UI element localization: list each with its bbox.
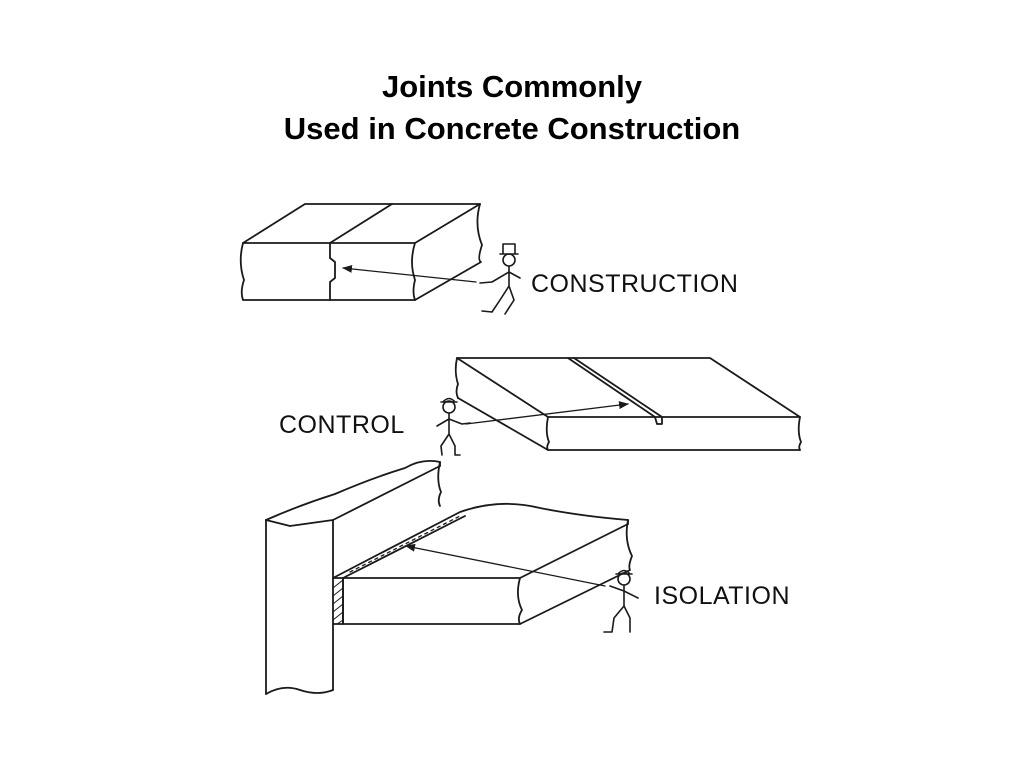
isolation-slab-front xyxy=(342,577,521,625)
title-line-1: Joints Commonly xyxy=(381,69,643,104)
isolation-label: ISOLATION xyxy=(654,582,790,610)
isolation-joint-texture xyxy=(349,515,461,573)
title-line-2: Used in Concrete Construction xyxy=(283,111,741,146)
isolation-slab-right xyxy=(519,519,633,625)
control-joint-drawing xyxy=(454,357,802,451)
control-worker-figure xyxy=(436,397,471,456)
slide-title: Joints Commonly Used in Concrete Constru… xyxy=(0,66,1024,150)
construction-slab-front xyxy=(239,242,416,301)
isolation-worker-figure xyxy=(603,569,639,633)
control-slab-left-edge xyxy=(457,397,549,451)
control-slab-top xyxy=(456,357,801,418)
isolation-wall-bottom xyxy=(265,686,334,695)
control-pointer-arrow xyxy=(465,401,629,425)
construction-joint-drawing xyxy=(239,203,483,301)
isolation-filler-outline xyxy=(332,577,344,625)
isolation-pointer-arrow xyxy=(405,543,606,587)
construction-slab-right xyxy=(414,203,483,301)
isolation-wall-top-front xyxy=(265,465,441,527)
construction-key-profile xyxy=(329,242,336,301)
isolation-joint-drawing xyxy=(265,459,633,695)
construction-label: CONSTRUCTION xyxy=(531,270,738,298)
control-joint-line-a xyxy=(567,357,656,418)
construction-worker-figure xyxy=(479,243,521,315)
isolation-joint-line xyxy=(342,515,466,579)
construction-slab-end xyxy=(411,242,416,301)
control-groove xyxy=(654,416,663,425)
isolation-filler-hatch xyxy=(332,579,344,625)
control-joint-line-b xyxy=(573,357,663,418)
isolation-slab-top-back xyxy=(332,502,629,579)
control-slab-right xyxy=(797,416,802,451)
control-label: CONTROL xyxy=(279,411,405,439)
construction-pointer-arrow xyxy=(342,264,477,283)
control-slab-left xyxy=(454,357,459,399)
construction-joint-top-line xyxy=(329,203,393,244)
control-slab-front xyxy=(545,416,801,451)
isolation-slab-front-end xyxy=(517,577,523,625)
isolation-wall-top-back xyxy=(265,459,441,521)
isolation-wall-end xyxy=(437,461,442,507)
